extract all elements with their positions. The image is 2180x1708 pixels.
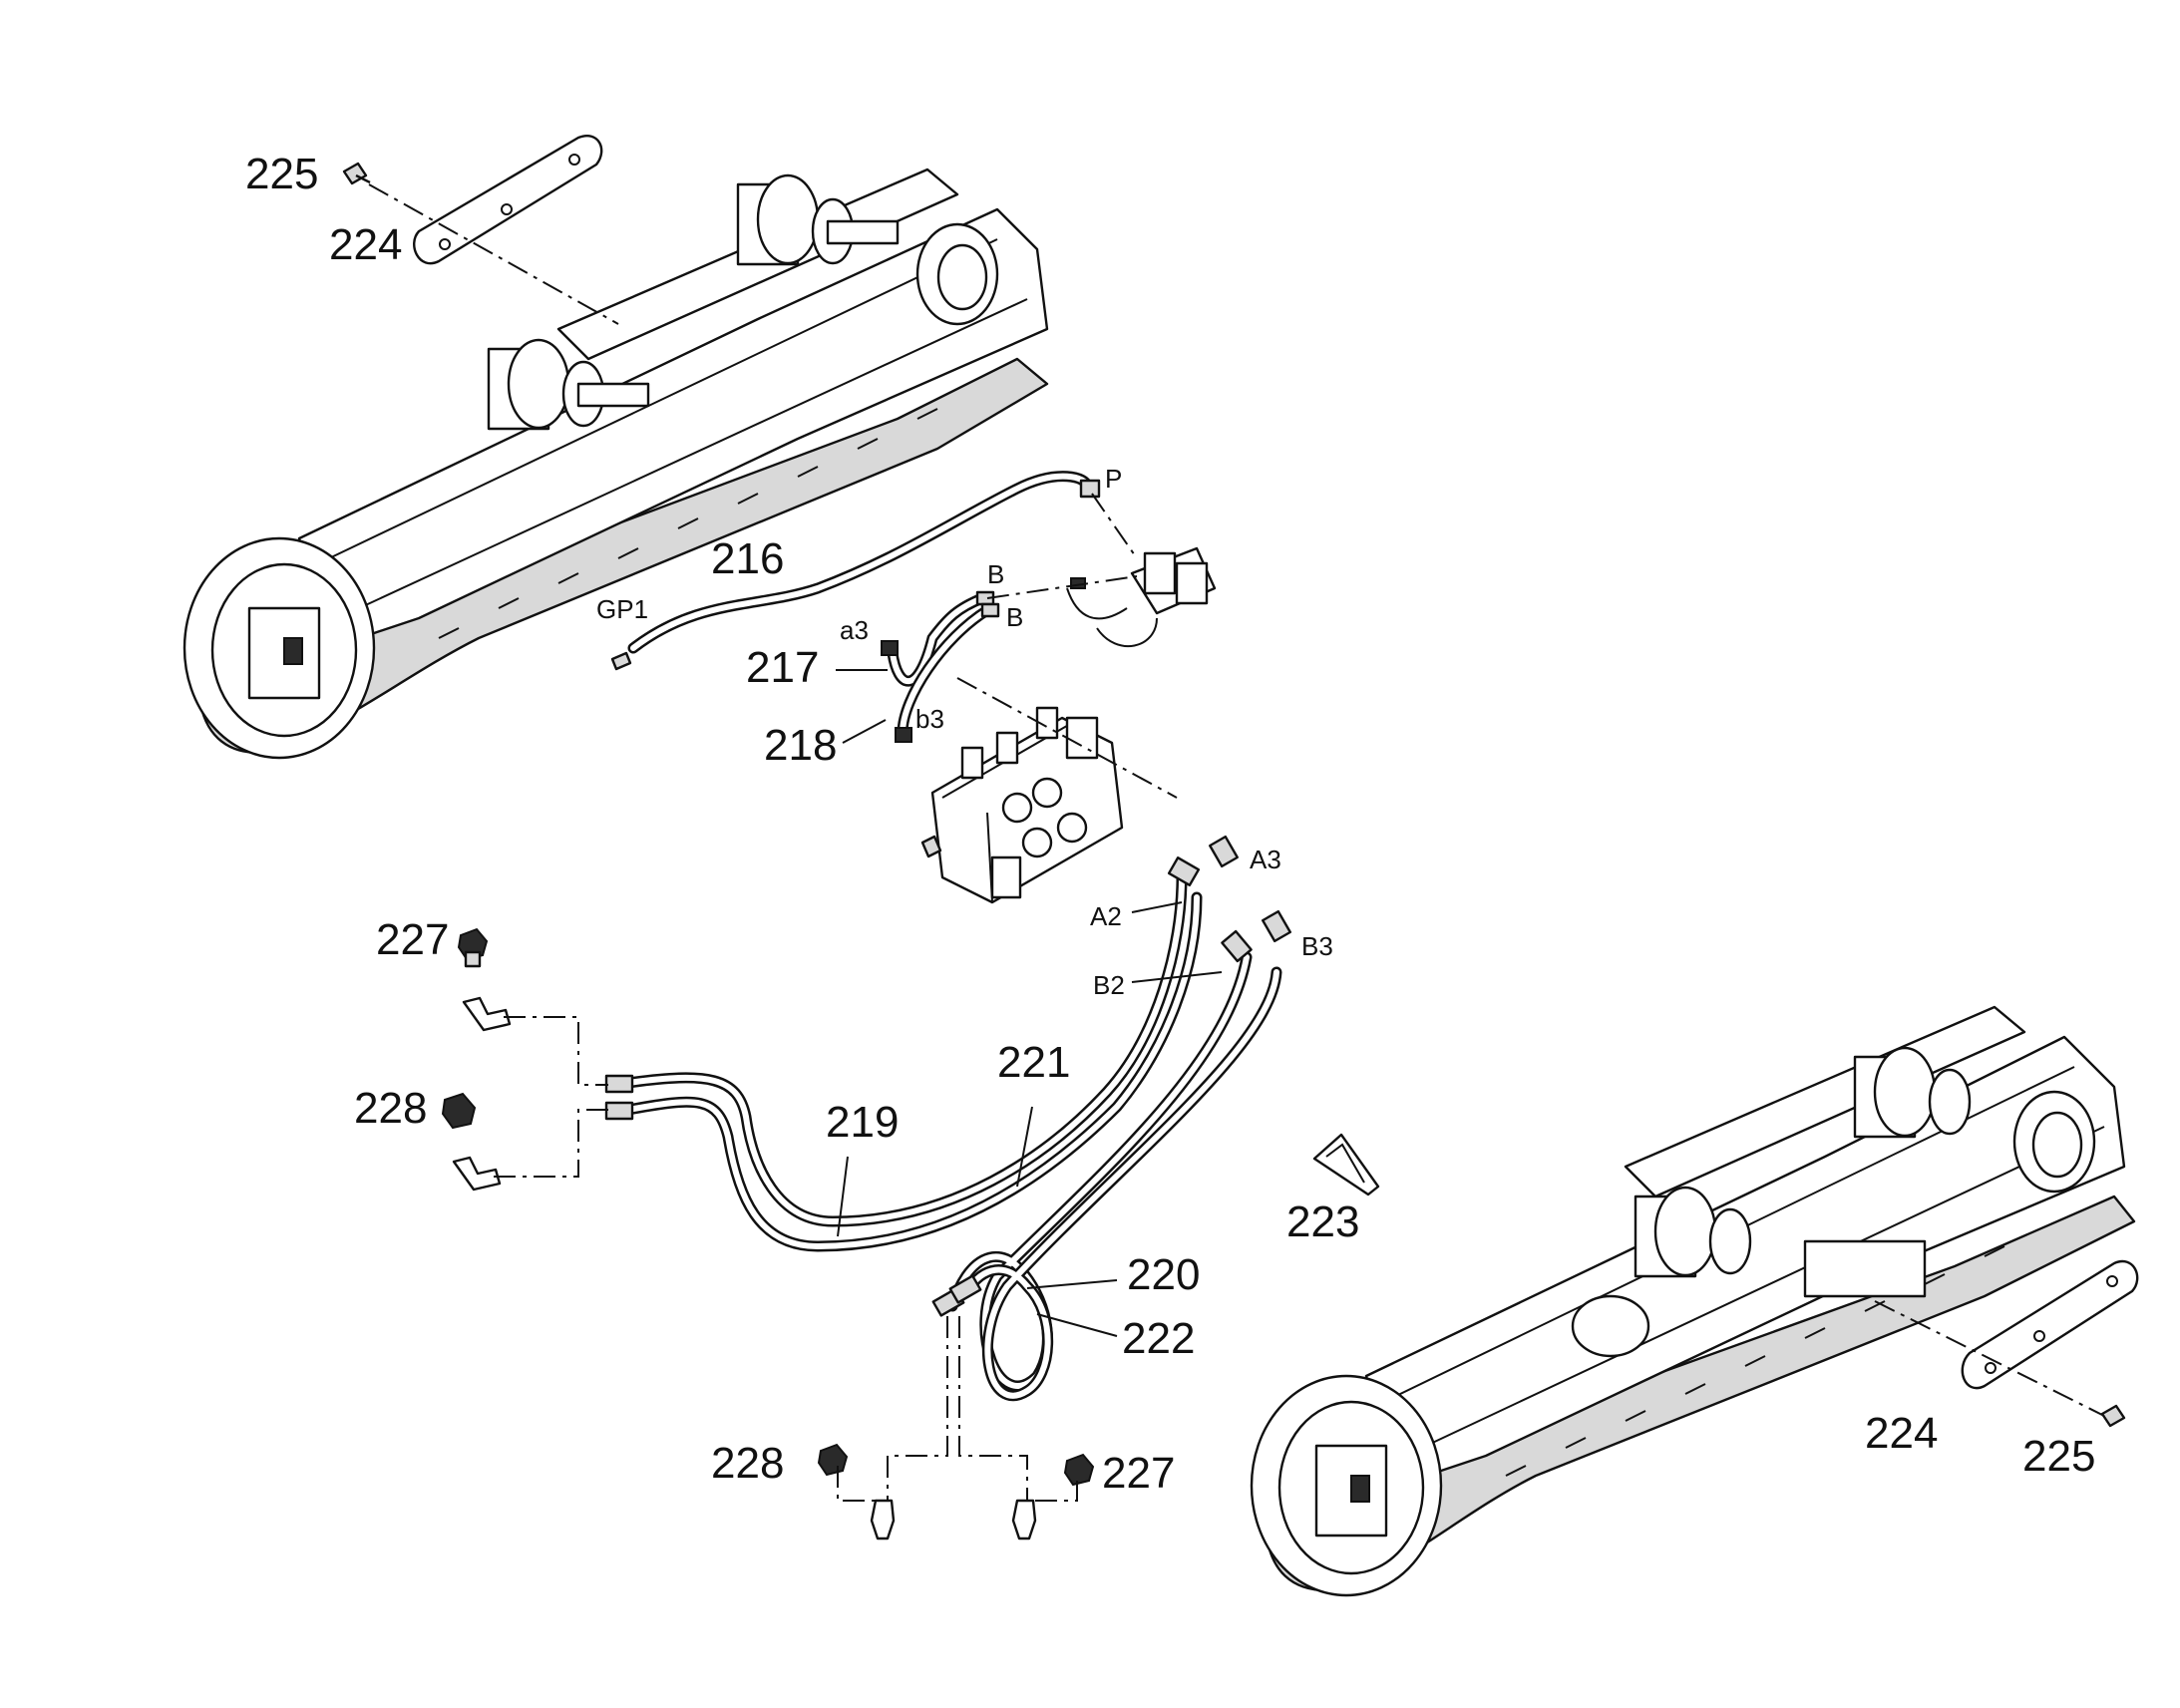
label-221: 221 bbox=[997, 1038, 1070, 1087]
lower-plate-dash bbox=[1874, 1300, 2105, 1417]
lower-roller-right bbox=[1853, 1046, 1972, 1139]
upper-cover-plate bbox=[413, 135, 603, 265]
label-218: 218 bbox=[764, 721, 837, 770]
hose-221 bbox=[622, 871, 1188, 1227]
port-label-P: P bbox=[1105, 464, 1122, 494]
label-217: 217 bbox=[746, 643, 819, 692]
fitting-227-bottom bbox=[1011, 1453, 1095, 1540]
label-225-top: 225 bbox=[245, 150, 318, 198]
upper-roller-left bbox=[487, 338, 650, 431]
port-label-GP1: GP1 bbox=[596, 594, 648, 624]
hose-219 bbox=[622, 891, 1203, 1252]
label-216: 216 bbox=[711, 534, 784, 583]
label-227-bottom: 227 bbox=[1102, 1449, 1175, 1498]
port-label-B-lower: B bbox=[1006, 602, 1023, 632]
pilot-valve-block bbox=[1066, 546, 1217, 647]
hose-222 bbox=[961, 966, 1282, 1402]
label-227-left: 227 bbox=[376, 915, 449, 964]
fitting-228-left bbox=[441, 1092, 502, 1192]
lower-track-frame bbox=[1250, 1005, 2136, 1597]
port-label-b3: b3 bbox=[915, 704, 944, 734]
label-224-bottom: 224 bbox=[1865, 1409, 1938, 1458]
label-228-bottom: 228 bbox=[711, 1439, 784, 1488]
port-label-A3: A3 bbox=[1250, 845, 1281, 874]
port-label-B-upper: B bbox=[987, 559, 1004, 589]
valve-hose-fittings bbox=[1167, 835, 1291, 963]
left-hose-fittings bbox=[604, 1074, 634, 1121]
upper-plate-dash bbox=[368, 183, 619, 325]
fitting-dash-lines bbox=[494, 493, 1178, 1502]
hose-216 bbox=[610, 471, 1101, 671]
port-label-B3: B3 bbox=[1301, 931, 1333, 961]
port-label-B2: B2 bbox=[1093, 970, 1125, 1000]
lower-roller-left bbox=[1634, 1186, 1752, 1278]
leader-lines bbox=[836, 669, 1223, 1337]
port-label-A2: A2 bbox=[1090, 901, 1122, 931]
hose-218 bbox=[895, 602, 1000, 743]
upper-track-frame bbox=[182, 168, 1049, 760]
lower-hose-fittings bbox=[931, 1274, 982, 1317]
label-223: 223 bbox=[1286, 1197, 1359, 1246]
hose-217 bbox=[881, 590, 995, 687]
hose-220 bbox=[946, 951, 1253, 1392]
lower-cover-plate bbox=[1961, 1259, 2139, 1390]
label-219: 219 bbox=[826, 1098, 899, 1147]
label-225-bottom: 225 bbox=[2022, 1432, 2095, 1481]
label-228-left: 228 bbox=[354, 1084, 427, 1133]
fitting-227-left bbox=[457, 927, 512, 1032]
lower-bolt bbox=[2100, 1404, 2126, 1428]
upper-bolt bbox=[342, 162, 371, 185]
label-222: 222 bbox=[1122, 1314, 1195, 1363]
label-220: 220 bbox=[1127, 1250, 1200, 1299]
port-label-a3: a3 bbox=[840, 615, 869, 645]
bracket-223 bbox=[1312, 1133, 1380, 1196]
fitting-228-bottom bbox=[817, 1443, 896, 1540]
main-control-valve bbox=[920, 706, 1124, 904]
upper-roller-right bbox=[736, 173, 900, 266]
label-224-top: 224 bbox=[329, 220, 402, 269]
